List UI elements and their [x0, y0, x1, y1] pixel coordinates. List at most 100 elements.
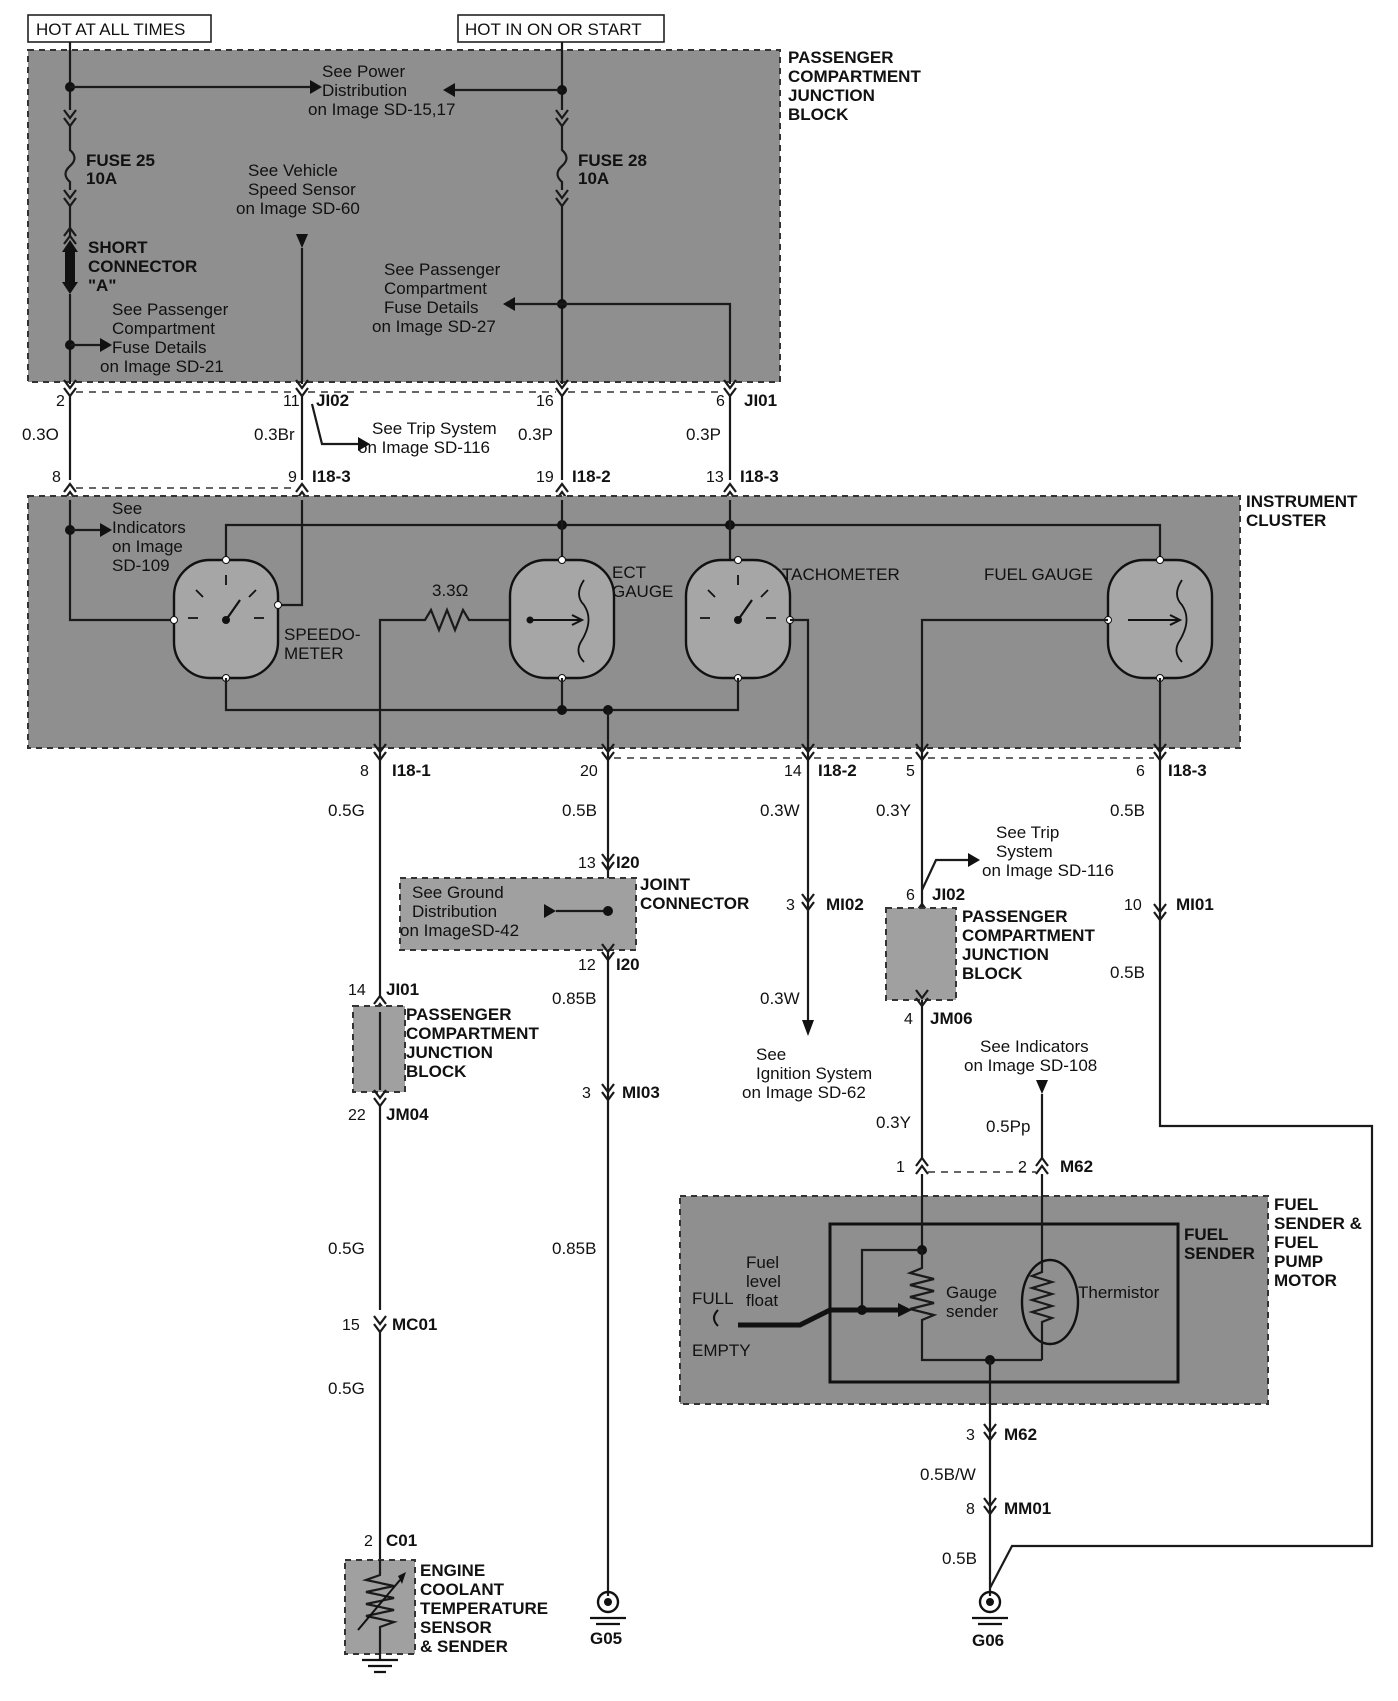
pin-2-c01: 2 — [364, 1533, 373, 1550]
conn-mc01: MC01 — [392, 1315, 437, 1334]
pin-22: 22 — [348, 1107, 366, 1124]
pcjb-top-box — [27, 49, 781, 383]
pin-2: 2 — [56, 393, 65, 410]
ref-fuse-sd27: See Passenger Compartment Fuse Details o… — [372, 260, 505, 336]
gauge-sender-resistor — [906, 1250, 1042, 1362]
pin-14-ji01: 14 — [348, 982, 366, 999]
conn-i18-3-b: I18-3 — [740, 467, 779, 486]
conn-i18-1: I18-1 — [392, 761, 431, 780]
conn-ji02-lower: JI02 — [932, 885, 965, 904]
ground-g06-label: G06 — [972, 1631, 1004, 1650]
fuel-gauge — [1104, 556, 1214, 682]
conn-c01: C01 — [386, 1531, 417, 1550]
float-empty-label: EMPTY — [692, 1341, 751, 1360]
pin-3-mi03: 3 — [582, 1085, 591, 1102]
gauge-sender-label: Gauge sender — [946, 1283, 1002, 1321]
pin-13-i20: 13 — [578, 855, 596, 872]
fuse-25-label: FUSE 25 10A — [86, 151, 160, 188]
wire-color-03o: 0.3O — [22, 425, 59, 444]
pin-6: 6 — [716, 393, 725, 410]
ect-gauge-label: ECT GAUGE — [612, 563, 673, 601]
conn-mi02: MI02 — [826, 895, 864, 914]
ref-trip-system-upper: See Trip System on Image SD-116 — [358, 419, 501, 457]
hot-at-all-times-box — [27, 14, 212, 43]
pin-4-jm06: 4 — [904, 1011, 913, 1028]
wire-color-05pp: 0.5Pp — [986, 1117, 1030, 1136]
ref-fuse-sd21: See Passenger Compartment Fuse Details o… — [100, 300, 233, 376]
conn-i18-2-top: I18-2 — [572, 467, 611, 486]
pcjb-fuel-box — [885, 907, 957, 1001]
pin-6-ji02: 6 — [906, 887, 915, 904]
wire-color-05bw: 0.5B/W — [920, 1465, 976, 1484]
conn-i18-2-lower: I18-2 — [818, 761, 857, 780]
ect-thermistor-symbol — [361, 1560, 399, 1660]
float-full-label: FULL — [692, 1289, 734, 1308]
fuel-level-float-label: Fuel level float — [746, 1253, 786, 1310]
resistor-symbol — [378, 607, 510, 760]
pin-3-m62: 3 — [966, 1427, 975, 1444]
wire-color-05b-d: 0.5B — [942, 1549, 977, 1568]
fuel-sender-pump-box — [679, 1195, 1269, 1405]
m62-top-connectors — [915, 1156, 1049, 1175]
ref-vehicle-speed-sensor: See Vehicle Speed Sensor on Image SD-60 — [236, 161, 360, 218]
hot-in-on-start-label: HOT IN ON OR START — [465, 20, 642, 39]
pin-8-mm01: 8 — [966, 1501, 975, 1518]
pcjb-fuel-title: PASSENGER COMPARTMENT JUNCTION BLOCK — [962, 907, 1100, 983]
ect-gauge — [508, 556, 616, 682]
wire-color-05b-c: 0.5B — [1110, 963, 1145, 982]
conn-ji01-top: JI01 — [744, 391, 777, 410]
conn-mm01: MM01 — [1004, 1499, 1051, 1518]
tachometer-label: TACHOMETER — [782, 565, 900, 584]
ref-ignition-system: See Ignition System on Image SD-62 — [742, 1045, 877, 1102]
pin-5: 5 — [906, 763, 915, 780]
pin-9: 9 — [288, 469, 297, 486]
pin-15: 15 — [342, 1317, 360, 1334]
wire-color-05g-a: 0.5G — [328, 801, 365, 820]
fuse-28-label: FUSE 28 10A — [578, 151, 652, 188]
ref-indicators-sd109: See Indicators on Image SD-109 — [112, 499, 190, 575]
wire-color-03w-b: 0.3W — [760, 989, 800, 1008]
joint-connector-title: JOINT CONNECTOR — [640, 875, 749, 913]
pin-13: 13 — [706, 469, 724, 486]
wire-color-05b-a: 0.5B — [562, 801, 597, 820]
wire-color-085b-a: 0.85B — [552, 989, 596, 1008]
speedometer-gauge — [170, 556, 282, 682]
tachometer-gauge — [684, 556, 794, 682]
ground-g05-label: G05 — [590, 1629, 622, 1648]
conn-i18-3-lower: I18-3 — [1168, 761, 1207, 780]
pin-8-top: 8 — [52, 469, 61, 486]
conn-mi03: MI03 — [622, 1083, 660, 1102]
fuel-sender-pump-title: FUEL SENDER & FUEL PUMP MOTOR — [1274, 1195, 1367, 1290]
wire-color-03p-b: 0.3P — [686, 425, 721, 444]
conn-m62-bottom: M62 — [1004, 1425, 1037, 1444]
pin-2-m62: 2 — [1018, 1159, 1027, 1176]
fuel-gauge-label: FUEL GAUGE — [984, 565, 1093, 584]
conn-mi01: MI01 — [1176, 895, 1214, 914]
pin-1-m62: 1 — [896, 1159, 905, 1176]
short-connector-label: SHORT CONNECTOR "A" — [88, 238, 202, 295]
conn-ji02-top: JI02 — [316, 391, 349, 410]
fuel-sender-inner-box — [828, 1222, 1180, 1384]
wire-color-03br: 0.3Br — [254, 425, 295, 444]
pin-14: 14 — [784, 763, 802, 780]
pin-3-mi02: 3 — [786, 897, 795, 914]
wire-color-03p-a: 0.3P — [518, 425, 553, 444]
wire-color-05g-c: 0.5G — [328, 1379, 365, 1398]
pin-19: 19 — [536, 469, 554, 486]
speedometer-label: SPEEDO- METER — [284, 625, 365, 663]
short-connector-symbol — [65, 248, 75, 286]
conn-jm06: JM06 — [930, 1009, 973, 1028]
float-direction-icon — [713, 1309, 719, 1327]
resistor-value: 3.3Ω — [432, 581, 468, 600]
conn-m62-top: M62 — [1060, 1157, 1093, 1176]
wire-color-03y-b: 0.3Y — [876, 1113, 911, 1132]
conn-ji01-lower: JI01 — [386, 980, 419, 999]
thermistor-label: Thermistor — [1078, 1283, 1160, 1302]
hot-at-all-times-label: HOT AT ALL TIMES — [36, 20, 185, 39]
pin-12-i20: 12 — [578, 957, 596, 974]
fuse-25-symbol — [64, 126, 76, 190]
ref-power-distribution: See Power Distribution on Image SD-15,17 — [308, 62, 455, 119]
conn-i18-3-a: I18-3 — [312, 467, 351, 486]
pin-11: 11 — [283, 393, 300, 410]
